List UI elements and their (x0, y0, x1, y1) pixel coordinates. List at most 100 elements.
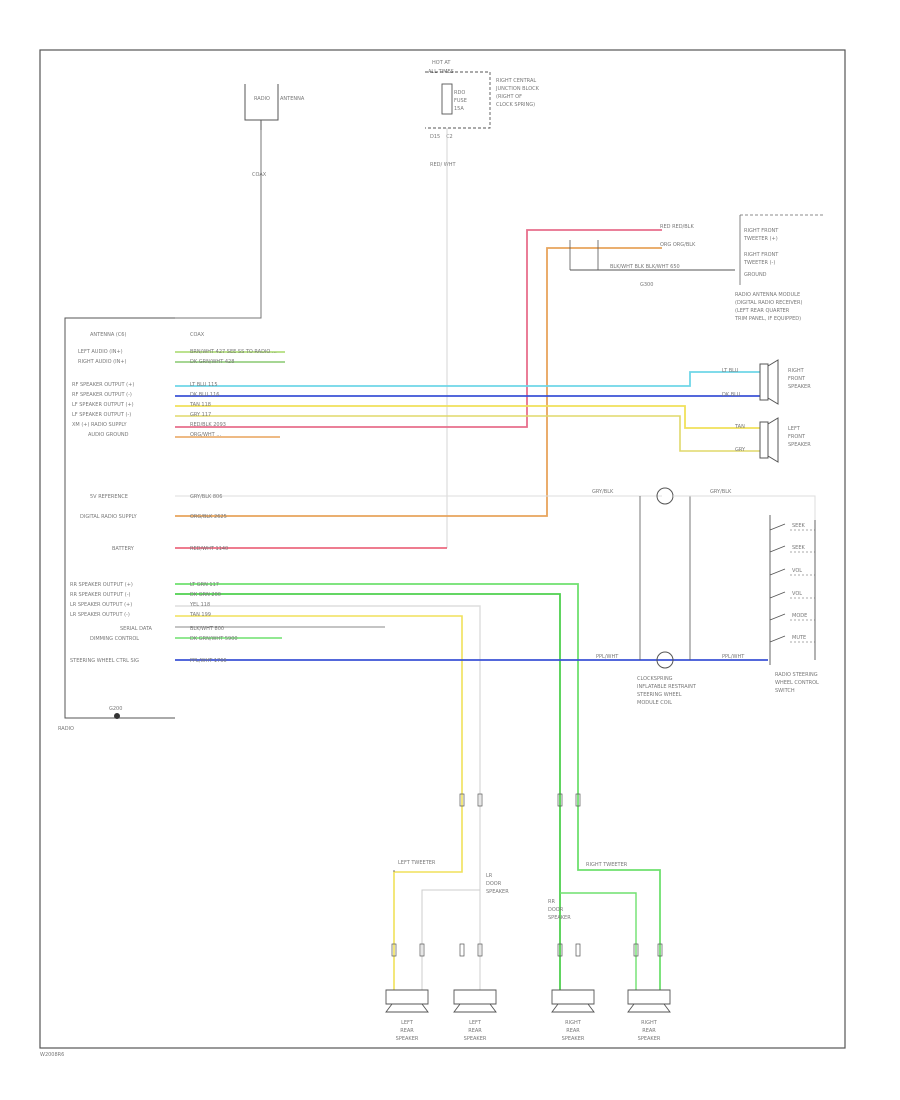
svg-text:LT BLU: LT BLU (722, 368, 739, 374)
pin-label: DIGITAL RADIO SUPPLY (80, 514, 138, 520)
fuse-block: HOT AT ALL TIMES RDO FUSE 15A RIGHT CENT… (425, 60, 540, 168)
pin-label: RF SPEAKER OUTPUT (-) (72, 392, 132, 398)
pin-label: BATTERY (112, 546, 135, 552)
switch-contact (769, 568, 786, 576)
wire-label: ORG/BLK 2625 (190, 514, 227, 520)
svg-text:RADIO: RADIO (254, 96, 270, 102)
wire-rr-plus (175, 583, 661, 990)
ground-symbol: G200 (109, 706, 122, 719)
rear-speaker-label: RIGHT (565, 1020, 582, 1026)
rear-speaker-label: REAR (468, 1028, 482, 1034)
switch-contact (769, 591, 786, 599)
connector-pin (633, 943, 639, 957)
switch-contact-label: SEEK (792, 545, 805, 551)
antenna-coax-wire (65, 130, 262, 319)
svg-text:FUSE: FUSE (454, 98, 467, 104)
svg-text:G300: G300 (640, 282, 653, 288)
svg-text:INFLATABLE RESTRAINT: INFLATABLE RESTRAINT (637, 684, 697, 690)
connector-ticks (391, 793, 663, 957)
wire-label: ORG/WHT ... (190, 432, 221, 438)
svg-text:SWITCH: SWITCH (775, 688, 795, 694)
wire-label: DK GRN 200 (190, 592, 221, 598)
radio-module-name: RADIO (58, 726, 74, 732)
svg-text:BLK/WHT BLK BLK/WHT 650: BLK/WHT BLK BLK/WHT 650 (610, 264, 680, 270)
connector-pin (477, 793, 483, 807)
clockspring: GRY/BLK GRY/BLK PPL/WHT PPL/WHT CLOCKSPR… (592, 487, 745, 706)
switch-contact (769, 545, 786, 553)
svg-text:SPEAKER: SPEAKER (788, 442, 811, 448)
svg-text:RIGHT FRONT: RIGHT FRONT (744, 252, 779, 258)
svg-text:DK BLU: DK BLU (722, 392, 741, 398)
rear-speaker-label: LEFT (469, 1020, 482, 1026)
wire-pink (175, 229, 662, 428)
switch-contact-label: MODE (792, 613, 807, 619)
connector-pin (657, 943, 663, 957)
svg-text:STEERING WHEEL: STEERING WHEEL (637, 692, 682, 698)
pin-label: LF SPEAKER OUTPUT (-) (72, 412, 131, 418)
pin-label: RIGHT AUDIO (IN+) (78, 359, 127, 365)
connector-pin (459, 793, 465, 807)
wire-lr-plus (175, 615, 463, 990)
pin-label: LF SPEAKER OUTPUT (+) (72, 402, 134, 408)
svg-text:15A: 15A (454, 106, 464, 112)
wire-label: TAN 199 (189, 612, 211, 618)
switch-contact-label: SEEK (792, 523, 805, 529)
switch-contact-label: VOL (792, 568, 802, 574)
svg-text:PPL/WHT: PPL/WHT (596, 654, 619, 660)
svg-text:GROUND: GROUND (744, 272, 767, 278)
svg-text:TAN: TAN (734, 424, 745, 430)
pin-label: 5V REFERENCE (90, 494, 128, 500)
svg-text:HOT AT: HOT AT (432, 60, 451, 66)
connector-pin (391, 943, 397, 957)
connector-pin (459, 943, 465, 957)
svg-text:TWEETER (-): TWEETER (-) (743, 260, 775, 266)
diagram-frame (39, 49, 846, 1049)
wire-lr-tweeter-minus (421, 889, 480, 990)
wire-label: YEL 118 (189, 602, 210, 608)
svg-text:RIGHT TWEETER: RIGHT TWEETER (586, 862, 628, 868)
wire-gray (175, 415, 760, 452)
wire-label: LT GRN 117 (190, 582, 219, 588)
svg-text:CLOCK SPRING): CLOCK SPRING) (496, 102, 535, 108)
svg-text:RIGHT FRONT: RIGHT FRONT (744, 228, 779, 234)
svg-text:WHEEL CONTROL: WHEEL CONTROL (775, 680, 819, 686)
pin-label: AUDIO GROUND (88, 432, 129, 438)
rear-speaker-label: SPEAKER (396, 1036, 419, 1042)
svg-text:GRY: GRY (735, 447, 746, 453)
pin-label: XM (+) RADIO SUPPLY (72, 422, 128, 428)
tweeter-connector-box: RIGHT FRONT TWEETER (+) RIGHT FRONT TWEE… (610, 214, 825, 322)
svg-text:G200: G200 (109, 706, 122, 712)
pin-label: DIMMING CONTROL (90, 636, 139, 642)
svg-text:GRY/BLK: GRY/BLK (592, 489, 614, 495)
connector-pin (575, 793, 581, 807)
svg-text:D15: D15 (430, 134, 440, 140)
wire-cyan (175, 371, 760, 387)
wire-label: BRN/WHT 427 SEE SS TO RADIO ... (190, 349, 277, 355)
svg-text:LEFT: LEFT (788, 426, 801, 432)
wire-label: PPL/WHT 1766 (190, 658, 227, 664)
corner-code: W2008R6 (40, 1052, 64, 1058)
svg-text:DOOR: DOOR (548, 907, 564, 913)
rear-speaker-label: SPEAKER (638, 1036, 661, 1042)
wire-label: RED/BLK 2093 (190, 422, 226, 428)
rear-speakers: LEFTREARSPEAKERLEFTREARSPEAKERRIGHTREARS… (385, 989, 671, 1042)
pin-label: SERIAL DATA (120, 626, 153, 632)
wire-clockspring-to-switch (673, 495, 816, 520)
switch-contact-label: VOL (792, 591, 802, 597)
wire-lr-minus (175, 605, 481, 990)
left-front-speaker: LEFT FRONT SPEAKER TAN GRY (734, 417, 811, 463)
svg-text:LR: LR (486, 873, 493, 879)
svg-text:TRIM PANEL, IF EQUIPPED): TRIM PANEL, IF EQUIPPED) (734, 316, 801, 322)
svg-text:(RIGHT OF: (RIGHT OF (496, 94, 522, 100)
pin-label: RR SPEAKER OUTPUT (+) (70, 582, 133, 588)
svg-text:FRONT: FRONT (788, 376, 806, 382)
wire-rr-tweeter-minus (560, 892, 637, 990)
wire-label: DK GRN/WHT 428 (190, 359, 234, 365)
wire-label: BLK/WHT 800 (190, 626, 224, 632)
wire-tan (175, 405, 760, 429)
svg-text:SPEAKER: SPEAKER (788, 384, 811, 390)
wire-label: DK BLU 116 (190, 392, 219, 398)
svg-text:RIGHT CENTRAL: RIGHT CENTRAL (496, 78, 536, 84)
